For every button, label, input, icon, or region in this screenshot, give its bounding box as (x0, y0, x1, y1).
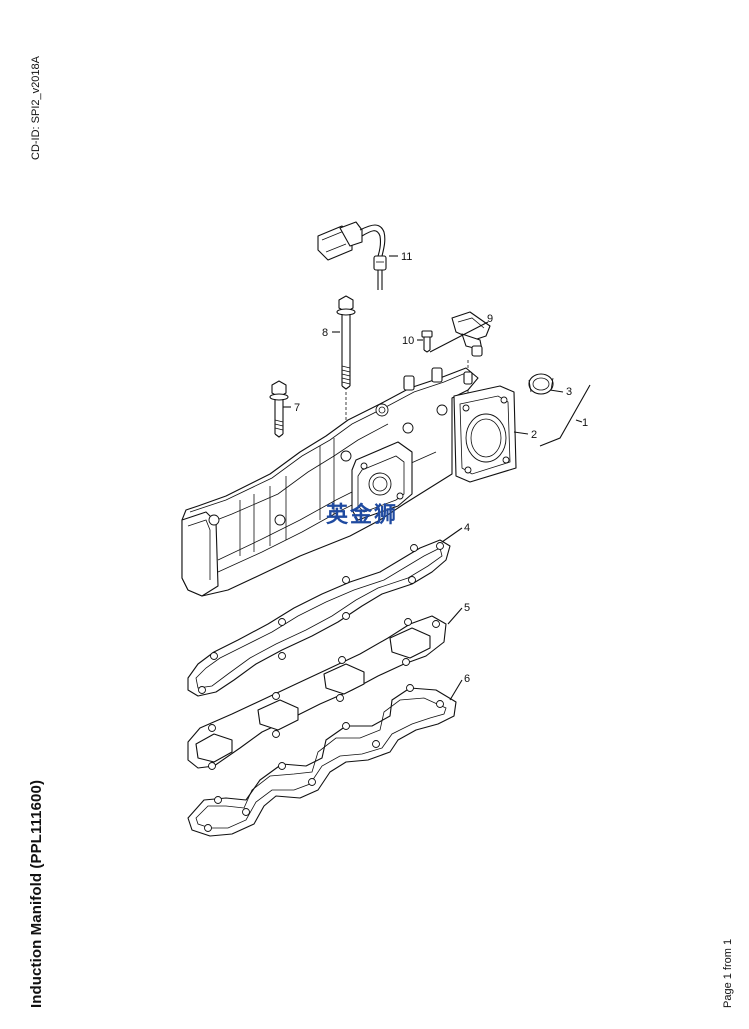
leader-lines (283, 255, 591, 701)
part-4-gasket (187, 539, 451, 697)
callout-1: 1 (582, 417, 588, 429)
callout-8: 8 (322, 327, 328, 339)
part-7-bolt (269, 380, 289, 438)
callout-4: 4 (464, 522, 470, 534)
part-1-manifold-body (181, 367, 517, 597)
part-11-temperature-sensor (317, 221, 387, 290)
part-6-gasket (187, 684, 457, 837)
callout-5: 5 (464, 602, 470, 614)
part-10-screw (421, 330, 433, 353)
watermark-text: 英金狮 (326, 503, 399, 528)
part-5-port-gasket (187, 615, 447, 770)
part-3-seal-ring (528, 373, 554, 395)
callout-11: 11 (401, 251, 412, 263)
part-9-map-sensor (451, 311, 491, 400)
callout-7: 7 (294, 402, 300, 414)
part-8-long-bolt (336, 295, 356, 450)
callout-10: 10 (402, 335, 414, 347)
callout-labels: 1 2 3 4 5 6 7 8 9 10 11 (294, 251, 588, 685)
callout-6: 6 (464, 673, 470, 685)
callout-9: 9 (487, 313, 493, 325)
callout-2: 2 (531, 429, 537, 441)
callout-3: 3 (566, 386, 572, 398)
